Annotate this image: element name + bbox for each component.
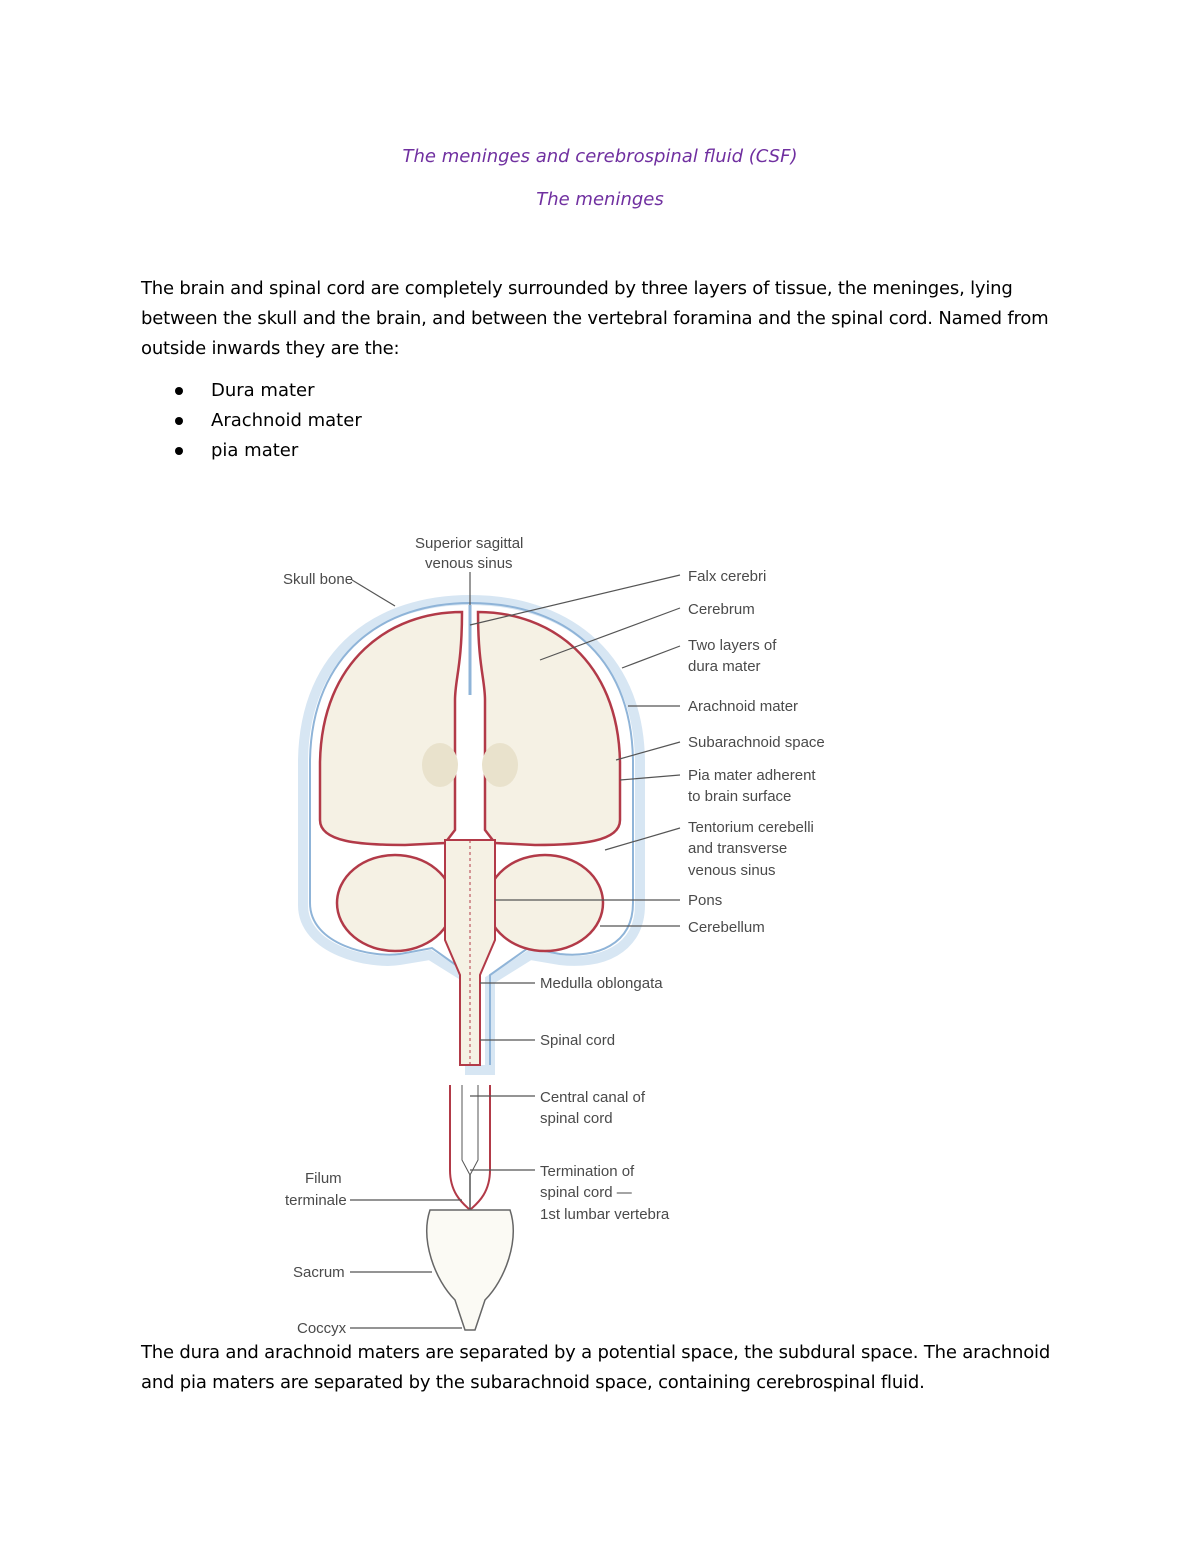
- label-termination-2: spinal cord —: [540, 1184, 632, 1201]
- label-dura-2: dura mater: [688, 658, 761, 675]
- label-tentorium-2: and transverse: [688, 840, 787, 857]
- list-item: Arachnoid mater: [141, 406, 362, 436]
- label-superior-sagittal: Superior sagittal: [415, 535, 523, 552]
- label-sacrum: Sacrum: [293, 1264, 345, 1281]
- label-tentorium-3: venous sinus: [688, 862, 776, 879]
- bullet-icon: [175, 387, 183, 395]
- label-central-canal-1: Central canal of: [540, 1089, 646, 1106]
- label-pia-1: Pia mater adherent: [688, 767, 816, 784]
- closing-paragraph: The dura and arachnoid maters are separa…: [141, 1342, 1051, 1393]
- label-falx-cerebri: Falx cerebri: [688, 568, 766, 585]
- label-coccyx: Coccyx: [297, 1320, 347, 1337]
- label-superior-sagittal-2: venous sinus: [425, 555, 513, 572]
- label-cerebellum: Cerebellum: [688, 919, 765, 936]
- label-subarachnoid: Subarachnoid space: [688, 734, 825, 751]
- document-title: The meninges and cerebrospinal fluid (CS…: [402, 146, 798, 167]
- list-item-label: Dura mater: [211, 380, 315, 401]
- bullet-icon: [175, 417, 183, 425]
- leader-lines: [350, 572, 681, 1329]
- label-cerebrum: Cerebrum: [688, 601, 755, 618]
- label-medulla: Medulla oblongata: [540, 975, 663, 992]
- list-item-label: Arachnoid mater: [211, 410, 362, 431]
- label-skull-bone: Skull bone: [283, 571, 353, 588]
- label-arachnoid: Arachnoid mater: [688, 698, 798, 715]
- label-spinal-cord: Spinal cord: [540, 1032, 615, 1049]
- label-pia-2: to brain surface: [688, 788, 791, 805]
- label-termination-1: Termination of: [540, 1163, 635, 1180]
- label-pons: Pons: [688, 892, 722, 909]
- label-dura-1: Two layers of: [688, 637, 777, 654]
- document-subtitle: The meninges: [536, 189, 664, 210]
- meninges-layer-list: Dura mater Arachnoid mater pia mater: [141, 376, 362, 466]
- brain-illustration: [298, 594, 645, 1331]
- list-item-label: pia mater: [211, 440, 299, 461]
- list-item: pia mater: [141, 436, 362, 466]
- label-termination-3: 1st lumbar vertebra: [540, 1206, 670, 1223]
- label-filum-2: terminale: [285, 1192, 347, 1209]
- label-tentorium-1: Tentorium cerebelli: [688, 819, 814, 836]
- label-filum-1: Filum: [305, 1170, 342, 1187]
- list-item: Dura mater: [141, 376, 362, 406]
- bullet-icon: [175, 447, 183, 455]
- diagram-labels: Superior sagittal venous sinus Skull bon…: [283, 535, 825, 1337]
- intro-paragraph: The brain and spinal cord are completely…: [141, 278, 1049, 359]
- label-central-canal-2: spinal cord: [540, 1110, 613, 1127]
